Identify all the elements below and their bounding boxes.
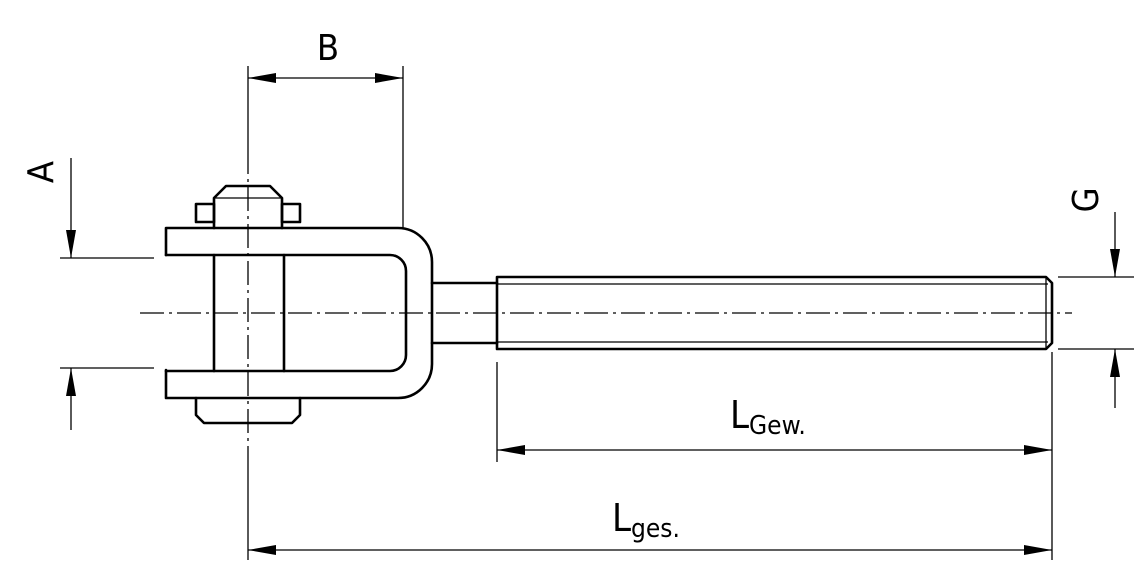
dimension-l-ges: Lges. (248, 496, 1052, 555)
dimension-l-ges-main: L (612, 496, 631, 540)
pin-head-lug-right (280, 202, 302, 224)
dimension-g-label: G (1066, 187, 1107, 212)
dimension-b: B (248, 28, 403, 83)
dimension-g: G (1066, 187, 1120, 408)
dimension-l-ges-label: Lges. (612, 496, 680, 544)
dimension-l-ges-subscript: ges. (631, 514, 680, 544)
dimension-a: A (21, 158, 76, 430)
clevis-fork-outer (164, 226, 434, 400)
dimension-b-label: B (317, 28, 339, 69)
pin-head-lug-left (194, 202, 216, 224)
dimension-l-gew: LGew. (497, 393, 1052, 455)
dimension-l-gew-label: LGew. (730, 393, 806, 441)
neck (430, 281, 499, 345)
dimension-l-gew-subscript: Gew. (749, 411, 806, 441)
part-outline (164, 184, 1054, 425)
extension-lines (60, 66, 1134, 560)
dimension-l-gew-main: L (730, 393, 749, 437)
dimension-a-label: A (21, 161, 62, 183)
